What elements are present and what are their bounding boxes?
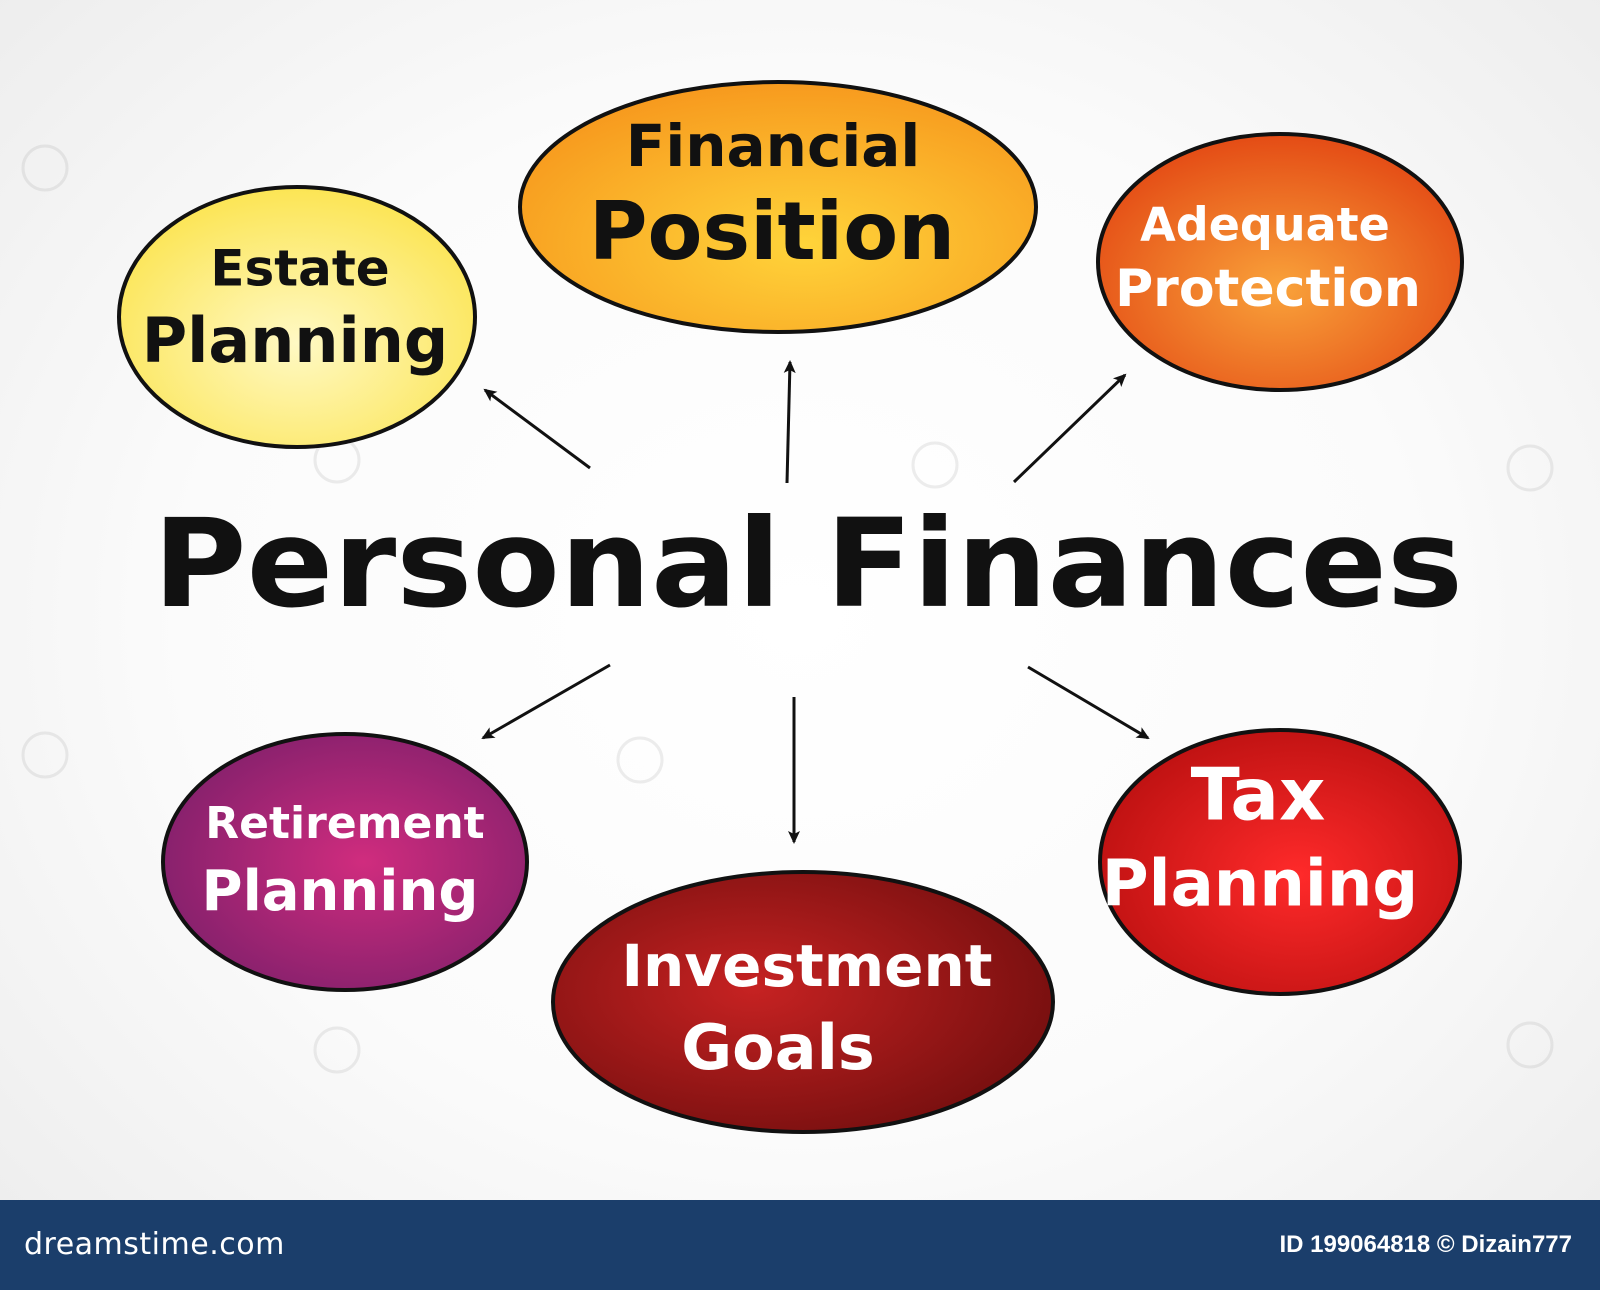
node-tax-planning-line2: Planning	[1102, 848, 1418, 922]
node-retirement-planning-shape	[161, 732, 529, 992]
node-estate-planning-line1: Estate	[210, 240, 389, 298]
node-investment-goals: Investment Goals	[551, 870, 1055, 1134]
watermark-logo-icon	[1506, 1021, 1554, 1069]
node-estate-planning-line2: Planning	[142, 304, 449, 377]
node-tax-planning: Tax Planning	[1098, 728, 1462, 996]
node-adequate-protection-line2: Protection	[1115, 259, 1421, 319]
node-investment-goals-shape	[551, 870, 1055, 1134]
node-estate-planning-shape	[117, 185, 477, 449]
footer-brand[interactable]: dreamstime.com	[24, 1227, 285, 1262]
node-retirement-planning-line1: Retirement	[205, 798, 484, 849]
node-financial-position-shape	[518, 80, 1038, 334]
footer-bar: dreamstime.com ID 199064818 © Dizain777	[0, 1200, 1600, 1290]
node-estate-planning: Estate Planning	[117, 185, 477, 449]
mind-map-canvas: Estate Planning Financial Position Adequ…	[21, 80, 1554, 1134]
watermark-logo-icon	[21, 731, 69, 779]
arrow-to-adequate-protection	[1012, 373, 1127, 484]
node-investment-goals-line2: Goals	[681, 1011, 874, 1084]
connector-arrows	[481, 360, 1150, 844]
footer-image-id: ID 199064818 © Dizain777	[1279, 1231, 1572, 1258]
watermark-logo-icon	[313, 1026, 361, 1074]
node-adequate-protection-line1: Adequate	[1140, 198, 1390, 252]
node-tax-planning-shape	[1098, 728, 1462, 996]
node-investment-goals-line1: Investment	[621, 932, 992, 1000]
node-adequate-protection: Adequate Protection	[1096, 132, 1464, 392]
node-retirement-planning-line2: Planning	[202, 859, 479, 924]
node-financial-position: Financial Position	[518, 80, 1038, 334]
arrow-to-estate-planning	[483, 388, 591, 470]
node-retirement-planning: Retirement Planning	[161, 732, 529, 992]
node-tax-planning-line1: Tax	[1191, 753, 1326, 837]
watermark-logo-icon	[911, 441, 959, 489]
node-financial-position-line1: Financial	[626, 112, 921, 180]
arrow-to-retirement-planning	[481, 663, 611, 740]
arrow-to-tax-planning	[1027, 665, 1150, 740]
watermark-logo-icon	[616, 736, 664, 784]
node-financial-position-line2: Position	[589, 185, 955, 278]
watermark-logo-icon	[1506, 444, 1554, 492]
node-adequate-protection-shape	[1096, 132, 1464, 392]
center-title: Personal Finances	[153, 493, 1463, 635]
arrow-to-financial-position	[783, 360, 796, 484]
watermark-logo-icon	[21, 144, 69, 192]
